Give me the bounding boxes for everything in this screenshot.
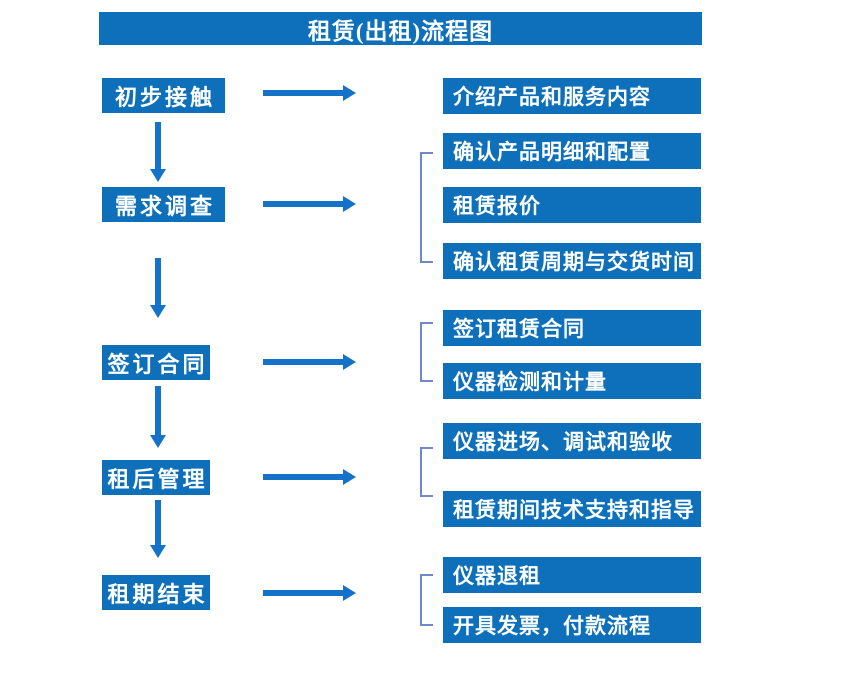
right-arrow-icon (263, 85, 356, 101)
group-bracket-icon (420, 574, 433, 626)
step-box-initial-contact: 初步接触 (102, 78, 225, 113)
right-arrow-icon (263, 469, 356, 485)
group-bracket-icon (420, 447, 433, 497)
down-arrow-icon (150, 386, 166, 448)
right-arrow-icon (263, 196, 356, 212)
step-box-post-rental-management: 租后管理 (102, 460, 210, 495)
detail-box-instrument-return: 仪器退租 (443, 557, 701, 593)
detail-box-introduce-products-services: 介绍产品和服务内容 (443, 78, 701, 114)
detail-box-technical-support-guidance: 租赁期间技术支持和指导 (443, 491, 701, 527)
diagram-title: 租赁(出租)流程图 (99, 12, 702, 45)
step-box-rental-end: 租期结束 (102, 575, 210, 610)
down-arrow-icon (150, 500, 166, 558)
detail-box-confirm-rental-period-delivery: 确认租赁周期与交货时间 (443, 243, 701, 279)
right-arrow-icon (263, 585, 356, 601)
step-box-sign-contract: 签订合同 (102, 345, 210, 380)
down-arrow-icon (150, 122, 166, 182)
group-bracket-icon (420, 322, 433, 382)
detail-box-confirm-product-details-config: 确认产品明细和配置 (443, 133, 701, 169)
detail-box-invoice-payment-process: 开具发票，付款流程 (443, 607, 701, 643)
down-arrow-icon (150, 258, 166, 318)
group-bracket-icon (420, 152, 433, 263)
detail-box-instrument-arrival-acceptance: 仪器进场、调试和验收 (443, 423, 701, 459)
step-box-demand-survey: 需求调查 (102, 187, 225, 222)
detail-box-instrument-testing-measurement: 仪器检测和计量 (443, 363, 701, 399)
right-arrow-icon (263, 354, 356, 370)
detail-box-rental-quotation: 租赁报价 (443, 187, 701, 223)
detail-box-sign-rental-contract: 签订租赁合同 (443, 310, 701, 346)
